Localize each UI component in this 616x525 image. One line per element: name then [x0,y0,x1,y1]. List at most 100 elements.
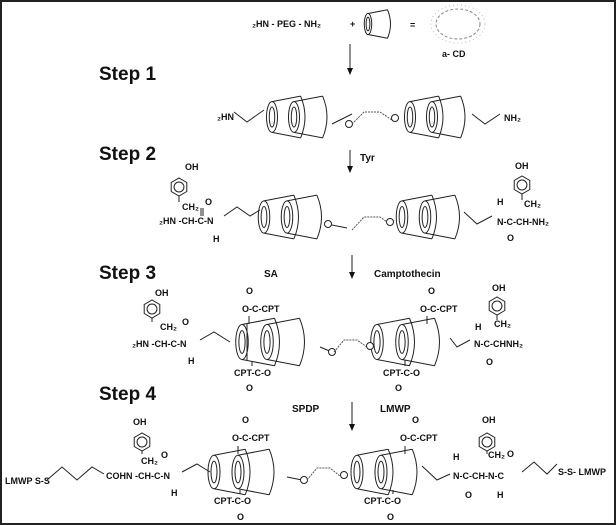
cyclodextrin-rim [288,101,300,133]
row2-chain-left: ₂HN -CH-C-N [159,216,214,226]
cyclodextrin-body [376,317,415,367]
cyclodextrin-rim [231,454,245,490]
alkyl-chain [331,113,353,125]
peg-reactant: ₂HN - PEG - NH₂ [252,19,321,29]
ester-link [246,316,253,366]
step-4-label: Step 4 [99,384,156,405]
benzene-ring [488,296,506,316]
cyclodextrin-body [380,448,418,496]
row3-ester1-top: O-C-CPT [242,304,280,314]
benzene-ring [513,175,531,195]
row3-chain-left: ₂HN -CH-C-N [132,339,187,349]
row4-chain-right: N-C-CH-N-C [453,471,504,481]
row3-oh-right: OH [492,283,506,293]
benzene-aromatic-circle [136,436,148,448]
peg-chain [351,216,391,231]
row4-ester1-o: O [242,415,249,425]
row4-ch2-left: CH₂ [141,456,158,466]
cyclodextrin-body [241,317,280,367]
row3-ch2-left: CH₂ [160,322,177,332]
cyclodextrin-cavity [428,106,436,128]
cyclodextrin-body [293,95,328,139]
cyclodextrin-cavity [353,460,361,484]
ether-oxygen [386,218,394,226]
cyclodextrin-cavity [283,206,291,228]
peg-chain [306,467,341,481]
row4-o-right-top: O [507,449,514,459]
cyclodextrin-rim [374,454,388,490]
equals-sign: = [410,20,415,30]
row3-ester2-o2: O [395,383,402,393]
benzene-ring [478,432,496,452]
ether-oxygen [340,471,348,479]
cyclodextrin-rim [363,13,373,35]
cyclodextrin-cavity [365,16,371,32]
cyclodextrin-body [367,9,391,39]
reaction-arrow-head [349,272,355,279]
row4-lmwp-right: S-S- LMWP [558,467,606,477]
row3-oh-left: OH [155,288,169,298]
plus-sign: + [350,19,355,29]
reagent-sa: SA [264,269,278,280]
cyclodextrin-cavity [263,330,271,354]
reagent-camptothecin: Camptothecin [374,269,441,280]
alpha-cd-structure-outer [430,4,486,44]
row2-chain-right: N-C-CH-NH₂ [497,217,549,227]
cyclodextrin-cavity [260,206,268,228]
benzene-aromatic-circle [173,181,185,193]
cyclodextrin-body [401,317,440,367]
reaction-arrow-head [347,166,353,173]
cyclodextrin-rim [257,200,271,234]
cyclodextrin-rim [260,324,274,360]
carbonyl-bond [200,208,204,216]
cyclodextrin-cavity [238,330,246,354]
ester-link [392,446,406,494]
row4-ester2-bottom: CPT-C-O [364,496,401,506]
cyclodextrin-rim [395,324,409,360]
row4-ester1-top: O-C-CPT [232,433,270,443]
row3-o-right: O [486,357,493,367]
row3-ester1-bottom: CPT-C-O [234,368,271,378]
row1-amine-right: NH₂ [504,113,521,123]
cyclodextrin-rim [404,101,416,133]
ether-oxygen [366,342,374,350]
alkyl-chain [233,109,265,123]
row3-ester2-o: O [428,286,435,296]
row2-ch2-right: CH₂ [524,199,541,209]
row1-amine-left: ₂HN [217,112,234,122]
benzene-ring [133,432,151,452]
peg-chain [333,339,368,353]
alpha-cd-label: a- CD [442,49,466,59]
alkyl-chain [521,461,558,475]
cyclodextrin-rim [418,200,432,234]
cyclodextrin-cavity [398,206,406,228]
row4-o-left: O [161,450,168,460]
row3-o-left: O [182,317,189,327]
alkyl-chain [223,206,261,217]
ether-oxygen [324,220,332,228]
reagent-tyr: Tyr [360,153,375,164]
alkyl-chain [449,337,471,348]
row3-ester2-bottom: CPT-C-O [383,368,420,378]
row4-oh-left: OH [133,417,147,427]
cyclodextrin-cavity [290,106,298,128]
alkyl-chain [421,465,451,481]
cyclodextrin-cavity [210,460,218,484]
benzene-ring [143,299,161,319]
cyclodextrin-rim [280,200,294,234]
row3-h-right: H [475,322,482,332]
alkyl-chain [199,331,231,343]
alpha-cd-structure [435,8,481,40]
row3-ch2-right: CH₂ [494,319,511,329]
cyclodextrin-body [266,317,305,367]
cyclodextrin-rim [350,454,364,490]
cyclodextrin-rim [370,324,384,360]
ether-oxygen [300,476,308,484]
row4-h-right: H [453,452,460,462]
cyclodextrin-cavity [234,460,242,484]
cyclodextrin-cavity [377,460,385,484]
cyclodextrin-body [431,95,466,139]
row4-h-left: H [171,488,178,498]
step-3-label: Step 3 [99,263,156,284]
